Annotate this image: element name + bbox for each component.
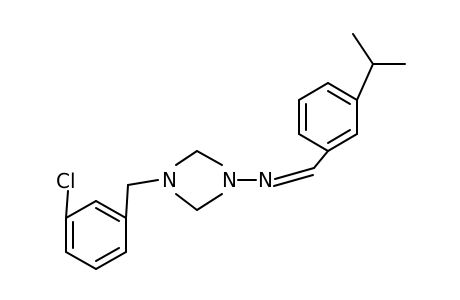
chlorophenyl-ring	[65, 200, 127, 270]
piperazine-n-left-label: N	[162, 168, 177, 192]
bond	[175, 193, 198, 211]
bond	[196, 193, 223, 211]
bond	[327, 82, 358, 101]
bond	[65, 251, 97, 270]
bond-ring-ch2	[125, 184, 129, 219]
bond	[65, 200, 97, 219]
chlorine-label: Cl	[56, 169, 76, 193]
piperazine-ring: N N	[162, 150, 237, 211]
bond	[175, 150, 198, 166]
double-bond-c-n	[273, 174, 314, 187]
bond	[352, 33, 374, 65]
bond	[356, 63, 374, 101]
isopropylphenyl-ring	[298, 82, 358, 152]
isopropyl-group	[352, 33, 406, 101]
piperazine-n-right-label: N	[222, 168, 237, 192]
bond-ch-ring	[313, 150, 329, 169]
bond	[298, 82, 329, 101]
bond	[95, 251, 127, 270]
double-bond-inner	[327, 129, 351, 144]
bond	[327, 133, 358, 152]
bond	[95, 200, 127, 219]
double-bond-inner	[95, 247, 120, 262]
double-bond-inner	[327, 90, 351, 105]
imine-n-label: N	[258, 168, 273, 192]
bond-c-cl	[65, 190, 69, 219]
double-bond-inner	[95, 207, 120, 222]
bond-ch2-n	[127, 179, 159, 186]
bond	[196, 150, 223, 166]
double-bond-c-n	[274, 167, 315, 180]
bond	[298, 133, 329, 152]
